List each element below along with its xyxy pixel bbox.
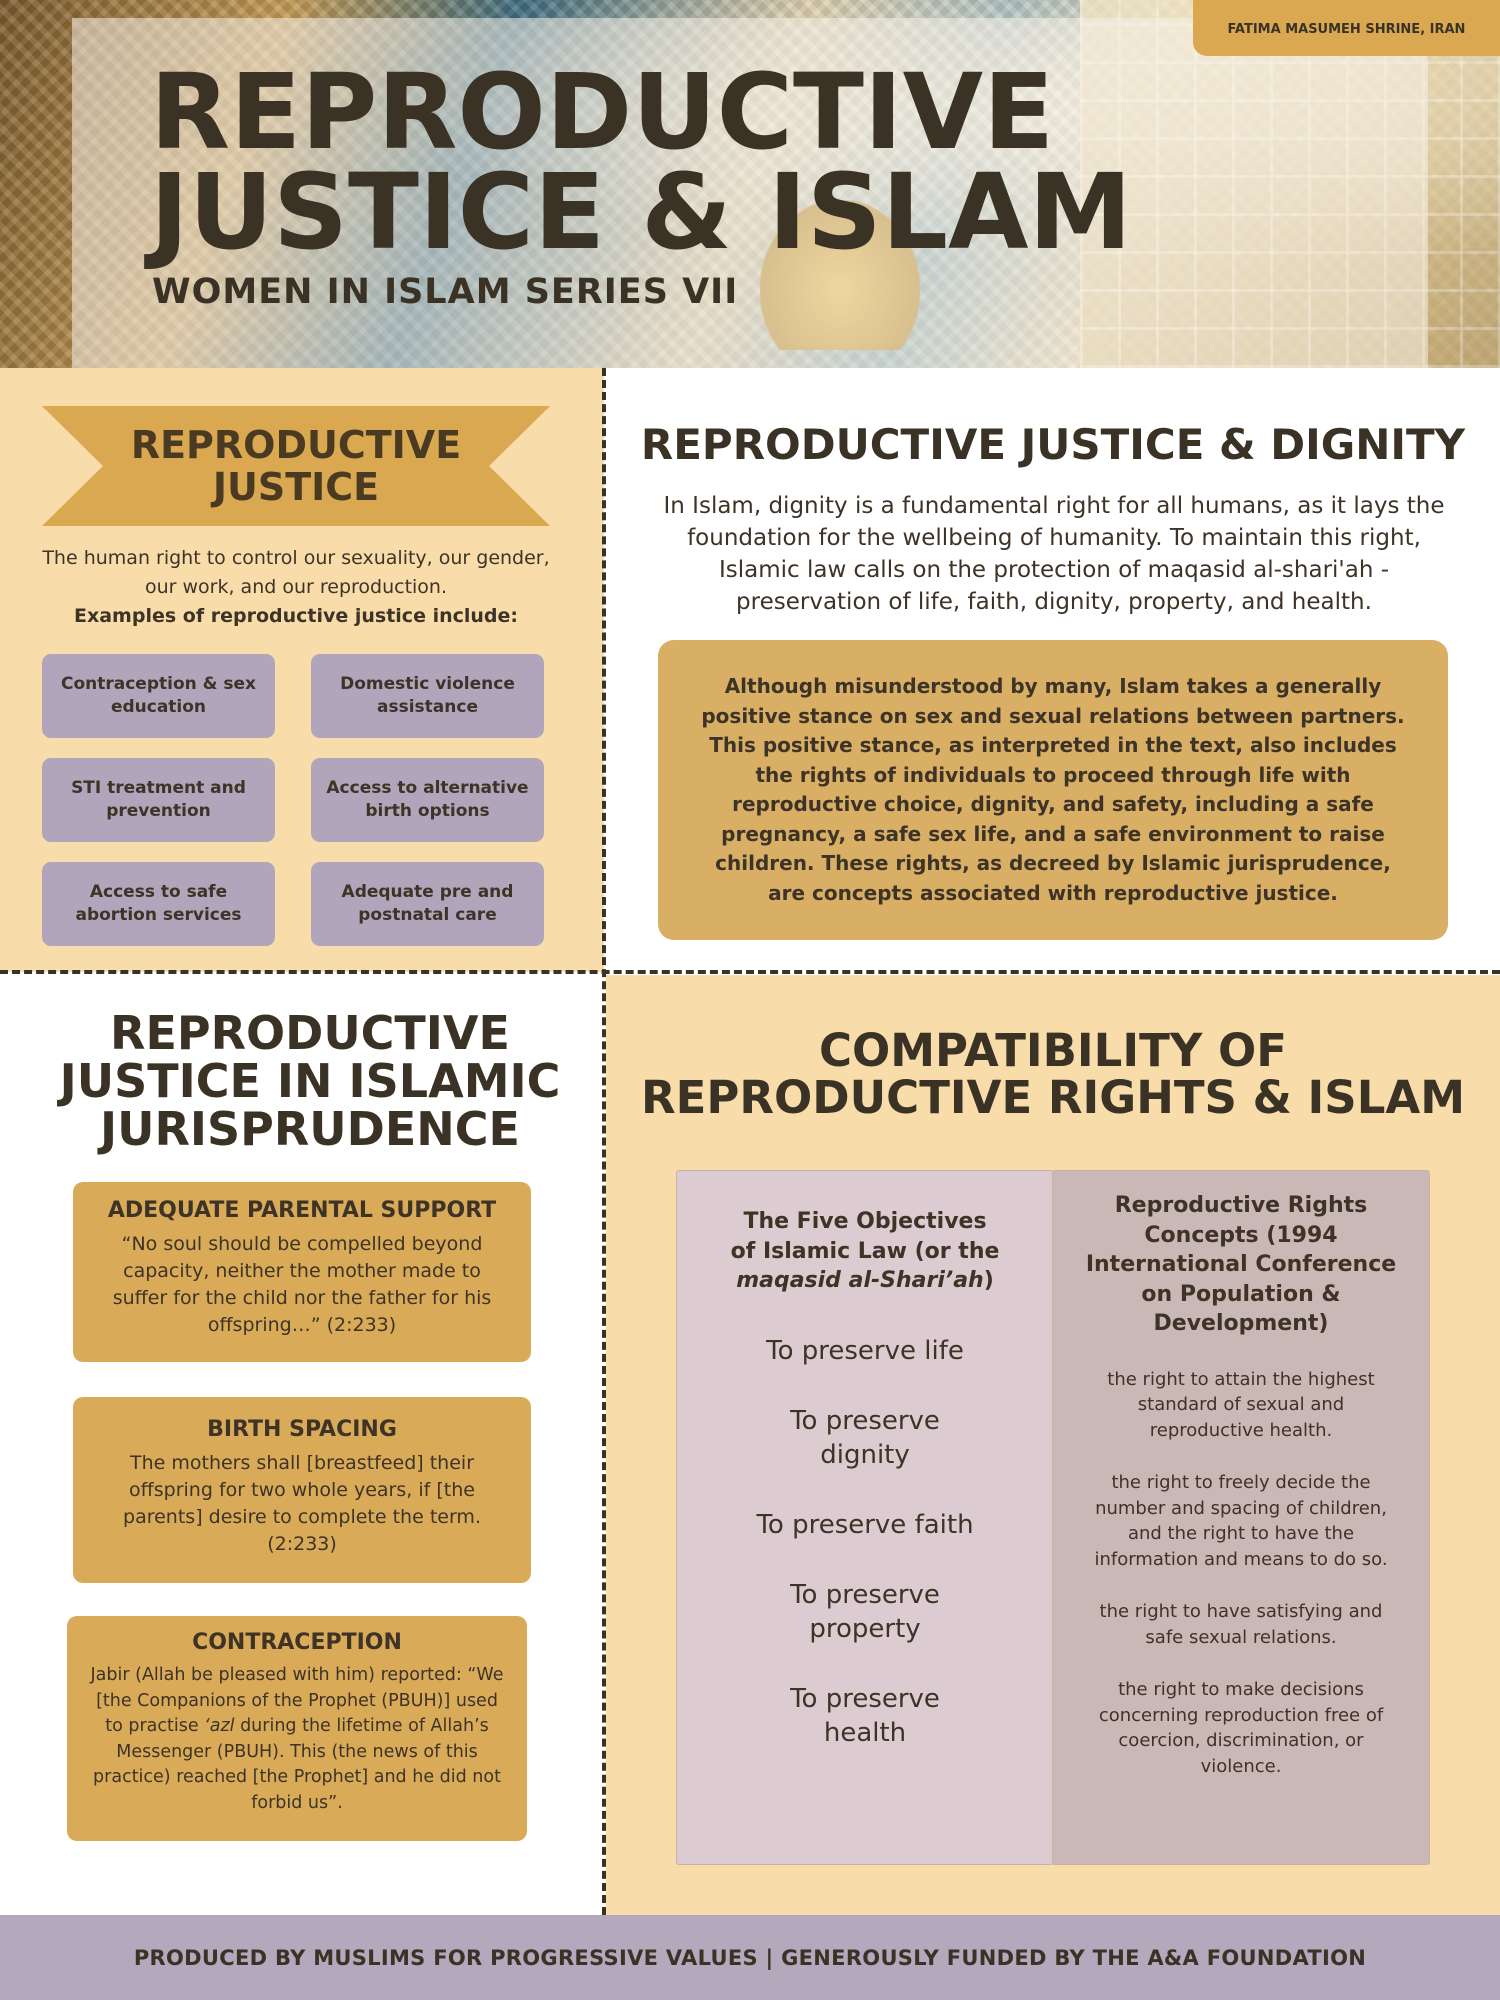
quote-part: Jabir (Allah be pleased with him) report… xyxy=(90,1665,504,1736)
section-heading-dignity: REPRODUCTIVE JUSTICE & DIGNITY xyxy=(640,420,1466,469)
card-quote: “No soul should be compelled beyond capa… xyxy=(112,1233,492,1336)
heading-italic-term: maqasid al-Shari’ah xyxy=(736,1268,984,1293)
quote-italic-term: ‘azl xyxy=(204,1716,235,1736)
vertical-dashed-divider xyxy=(602,368,606,1915)
title-panel xyxy=(72,18,1428,368)
section-heading-reproductive-justice: REPRODUCTIVE JUSTICE xyxy=(42,424,550,508)
page-title: REPRODUCTIVE JUSTICE & ISLAM xyxy=(150,51,1150,273)
card-heading: CONTRACEPTION xyxy=(192,1630,402,1655)
horizontal-dashed-divider xyxy=(0,970,1500,974)
header-banner: REPRODUCTIVE JUSTICE & ISLAM WOMEN IN IS… xyxy=(0,0,1500,368)
right-item: the right to have satisfying and safe se… xyxy=(1099,1601,1383,1648)
section-heading-jurisprudence: REPRODUCTIVE JUSTICE IN ISLAMIC JURISPRU… xyxy=(0,1009,620,1153)
banner-line-1: REPRODUCTIVE xyxy=(130,423,462,467)
contraception-card: CONTRACEPTION Jabir (Allah be pleased wi… xyxy=(67,1616,527,1841)
rights-column: Reproductive Rights Concepts (1994 Inter… xyxy=(1052,1170,1430,1865)
examples-heading: Examples of reproductive justice include… xyxy=(74,605,518,627)
page-subtitle: WOMEN IN ISLAM SERIES VII xyxy=(152,272,739,312)
reproductive-justice-description: The human right to control our sexuality… xyxy=(30,544,562,631)
heading-line-1: REPRODUCTIVE xyxy=(110,1006,510,1060)
card-quote: Jabir (Allah be pleased with him) report… xyxy=(89,1663,505,1816)
reproductive-justice-section: REPRODUCTIVE JUSTICE The human right to … xyxy=(0,368,604,972)
rights-heading: Reproductive Rights Concepts (1994 Inter… xyxy=(1085,1193,1397,1336)
card-heading: ADEQUATE PARENTAL SUPPORT xyxy=(107,1198,497,1223)
ribbon-banner xyxy=(42,406,550,526)
footer-text: PRODUCED BY MUSLIMS FOR PROGRESSIVE VALU… xyxy=(133,1945,1367,1970)
heading-part: The Five Objectives of Islamic Law (or t… xyxy=(730,1209,1000,1264)
objective-item: To preserve property xyxy=(790,1579,940,1644)
right-item: the right to attain the highest standard… xyxy=(1107,1368,1375,1441)
definition-text: The human right to control our sexuality… xyxy=(42,547,550,598)
objectives-column: The Five Objectives of Islamic Law (or t… xyxy=(676,1170,1054,1865)
example-tag: STI treatment and prevention xyxy=(42,758,275,842)
quote-part: during the lifetime of Allah’s Messenger… xyxy=(93,1716,501,1813)
heading-line-2: JUSTICE IN ISLAMIC xyxy=(59,1054,561,1108)
dignity-section: REPRODUCTIVE JUSTICE & DIGNITY In Islam,… xyxy=(606,368,1500,972)
objective-item: To preserve faith xyxy=(756,1509,974,1540)
dignity-highlight-box: Although misunderstood by many, Islam ta… xyxy=(658,640,1448,940)
dignity-highlight-text: Although misunderstood by many, Islam ta… xyxy=(701,674,1405,905)
objectives-heading: The Five Objectives of Islamic Law (or t… xyxy=(730,1207,1000,1296)
footer-credits: PRODUCED BY MUSLIMS FOR PROGRESSIVE VALU… xyxy=(0,1915,1500,2000)
example-tag: Access to safe abortion services xyxy=(42,862,275,946)
heading-line-2: REPRODUCTIVE RIGHTS & ISLAM xyxy=(641,1071,1465,1124)
compatibility-section: COMPATIBILITY OF REPRODUCTIVE RIGHTS & I… xyxy=(606,975,1500,1915)
objective-item: To preserve health xyxy=(790,1683,940,1748)
right-item: the right to freely decide the number an… xyxy=(1094,1472,1388,1570)
birth-spacing-card: BIRTH SPACING The mothers shall [breastf… xyxy=(73,1397,531,1583)
banner-line-2: JUSTICE xyxy=(212,465,380,509)
heading-line-1: COMPATIBILITY OF xyxy=(818,1024,1288,1077)
example-tag: Domestic violence assistance xyxy=(311,654,544,738)
example-tag: Contraception & sex education xyxy=(42,654,275,738)
page-title-line-2: JUSTICE & ISLAM xyxy=(150,151,1133,273)
dignity-body-text: In Islam, dignity is a fundamental right… xyxy=(663,493,1445,615)
jurisprudence-section: REPRODUCTIVE JUSTICE IN ISLAMIC JURISPRU… xyxy=(0,975,604,1915)
objective-item: To preserve life xyxy=(766,1335,964,1366)
page-title-line-1: REPRODUCTIVE xyxy=(150,51,1055,173)
card-heading: BIRTH SPACING xyxy=(207,1417,397,1442)
parental-support-card: ADEQUATE PARENTAL SUPPORT “No soul shoul… xyxy=(73,1182,531,1362)
example-tag: Adequate pre and postnatal care xyxy=(311,862,544,946)
right-item: the right to make decisions concerning r… xyxy=(1098,1679,1384,1777)
card-quote: The mothers shall [breastfeed] their off… xyxy=(123,1452,481,1555)
location-tag: FATIMA MASUMEH SHRINE, IRAN xyxy=(1193,0,1500,56)
objective-item: To preserve dignity xyxy=(790,1405,940,1470)
example-tag: Access to alternative birth options xyxy=(311,758,544,842)
heading-part: ) xyxy=(983,1268,994,1293)
heading-line-3: JURISPRUDENCE xyxy=(100,1102,520,1156)
section-heading-compatibility: COMPATIBILITY OF REPRODUCTIVE RIGHTS & I… xyxy=(606,1027,1500,1121)
